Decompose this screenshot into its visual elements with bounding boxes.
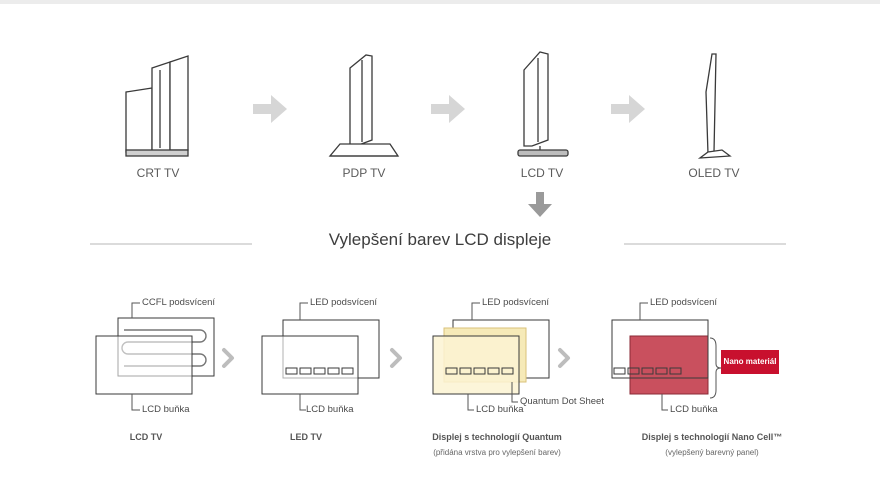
tv-label-pdp: PDP TV xyxy=(342,166,386,180)
chevron-right-icon xyxy=(390,348,402,368)
arrow-down-icon xyxy=(528,192,552,217)
lcd-tv-icon xyxy=(517,51,569,157)
panel-title: LCD TV xyxy=(129,432,163,442)
tv-label-crt: CRT TV xyxy=(136,166,180,180)
chevron-right-icon xyxy=(558,348,570,368)
quantum-dot-sheet-label: Quantum Dot Sheet xyxy=(520,396,604,407)
section-heading: Vylepšení barev LCD displeje xyxy=(328,230,552,249)
chevron-right-icon xyxy=(222,348,234,368)
panel-lcd-diagram xyxy=(95,302,215,411)
panel-title: Displej s technologií Quantum xyxy=(432,432,562,442)
backlight-label: LED podsvícení xyxy=(650,297,718,308)
backlight-label: LED podsvícení xyxy=(310,297,378,308)
cell-label: LCD buňka xyxy=(142,404,190,415)
arrow-right-icon xyxy=(253,95,287,123)
panel-led-diagram xyxy=(261,302,380,411)
arrow-right-icon xyxy=(611,95,645,123)
cell-label: LCD buňka xyxy=(306,404,354,415)
backlight-label: CCFL podsvícení xyxy=(142,297,216,308)
backlight-label: LED podsvícení xyxy=(482,297,550,308)
tv-label-oled: OLED TV xyxy=(688,166,740,180)
crt-tv-icon xyxy=(125,55,189,157)
panel-title: Displej s technologií Nano Cell™ xyxy=(641,432,783,442)
pdp-tv-icon xyxy=(328,54,400,157)
top-bar xyxy=(0,0,880,4)
panel-subtitle: (přidána vrstva pro vylepšení barev) xyxy=(433,448,561,457)
oled-tv-icon xyxy=(697,53,732,159)
panel-subtitle: (vylepšený barevný panel) xyxy=(665,448,759,457)
cell-label: LCD buňka xyxy=(476,404,524,415)
panel-quantum-diagram xyxy=(432,302,550,411)
panel-title: LED TV xyxy=(289,432,322,442)
cell-label: LCD buňka xyxy=(670,404,718,415)
panel-nano-diagram xyxy=(611,302,722,411)
nano-material-badge: Nano materiál xyxy=(721,350,779,374)
tv-label-lcd: LCD TV xyxy=(520,166,564,180)
arrow-right-icon xyxy=(431,95,465,123)
